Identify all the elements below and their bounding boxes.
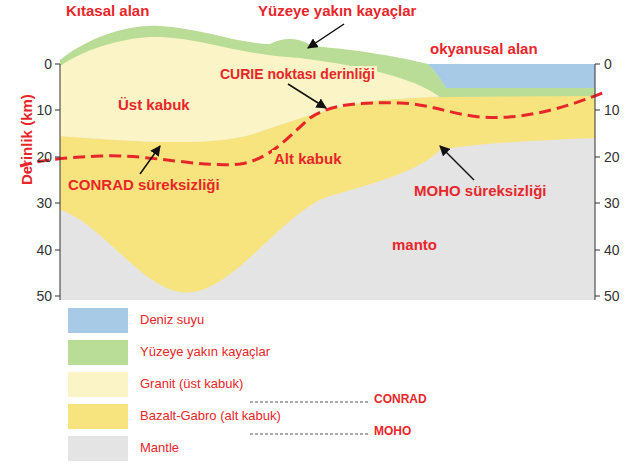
- tick-label: 40: [604, 242, 620, 258]
- axis-title: Derinlik (km): [18, 95, 35, 186]
- line-label: CONRAD süreksizliği: [66, 176, 222, 193]
- layer-label: Alt kabuk: [272, 150, 344, 167]
- tick-label: 50: [604, 288, 620, 304]
- layer-label: manto: [392, 236, 437, 253]
- layer-label: Yüzeye yakın kayaçlar: [258, 2, 416, 19]
- tick-label: 20: [36, 149, 52, 165]
- legend-note: MOHO: [374, 425, 411, 439]
- legend-text: Granit (üst kabuk): [140, 376, 243, 391]
- near-surface-rocks: [60, 26, 595, 97]
- tick-label: 30: [604, 195, 620, 211]
- tick-label: 10: [604, 102, 620, 118]
- legend-text: Deniz suyu: [140, 312, 204, 327]
- legend-text: Bazalt-Gabro (alt kabuk): [140, 408, 281, 423]
- layer-label: Üst kabuk: [118, 96, 190, 113]
- leader-arrows: [140, 24, 474, 180]
- tick-label: 0: [604, 56, 612, 72]
- tick-label: 40: [36, 242, 52, 258]
- legend-swatch: [68, 404, 128, 429]
- tick-label: 30: [36, 195, 52, 211]
- legend-note: CONRAD: [374, 393, 427, 407]
- tick-label: 20: [604, 149, 620, 165]
- line-label: CURIE noktası derinliği: [218, 66, 377, 82]
- area-title: okyanusal alan: [430, 40, 538, 57]
- legend-swatch: [68, 436, 128, 461]
- legend-swatch: [68, 340, 128, 365]
- legend-text: Yüzeye yakın kayaçlar: [140, 344, 270, 359]
- tick-label: 50: [36, 288, 52, 304]
- sea-water: [428, 64, 595, 88]
- tick-label: 0: [44, 56, 52, 72]
- legend-swatch: [68, 308, 128, 333]
- line-label: MOHO süreksizliği: [412, 182, 549, 199]
- legend-text: Mantle: [140, 440, 179, 455]
- depth-axis: [55, 64, 600, 300]
- tick-label: 10: [36, 102, 52, 118]
- legend-swatch: [68, 372, 128, 397]
- area-title: Kıtasal alan: [66, 2, 149, 19]
